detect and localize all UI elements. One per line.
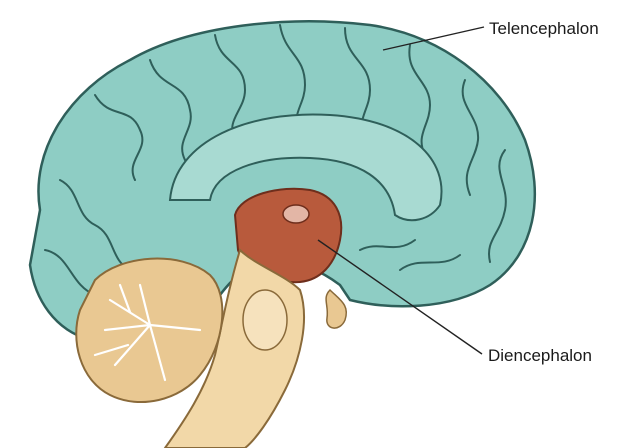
cerebellum-region	[76, 259, 222, 402]
telencephalon-label: Telencephalon	[489, 20, 599, 37]
diencephalon-label: Diencephalon	[488, 347, 592, 364]
